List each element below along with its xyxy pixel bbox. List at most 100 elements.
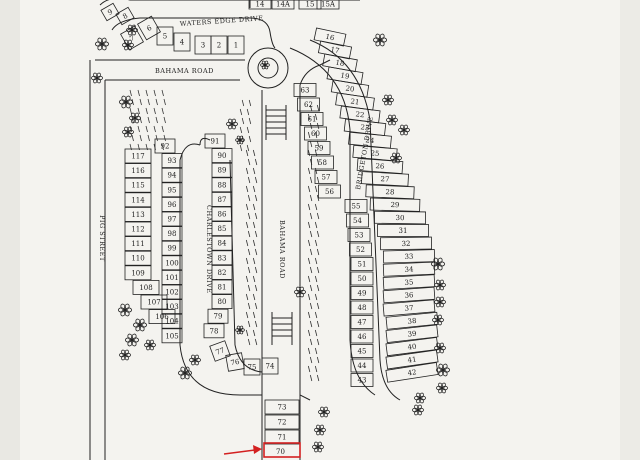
lot: 47 — [350, 315, 374, 329]
lot-number: 99 — [168, 245, 177, 253]
tree-icon — [226, 118, 238, 130]
lot-boundary — [307, 141, 331, 155]
lot: 26 — [356, 158, 404, 174]
lot-number: 14 — [256, 1, 265, 9]
tree-icon — [312, 441, 324, 453]
lot-boundary — [161, 182, 183, 198]
lot-boundary — [124, 177, 152, 193]
tree-icon — [129, 112, 141, 124]
lot: 62 — [297, 97, 320, 112]
lot-number: 23 — [360, 123, 370, 132]
road-outlines — [89, 0, 401, 460]
lot-number: 47 — [358, 319, 367, 327]
lot-number: 36 — [404, 291, 414, 300]
lot: 14A — [271, 0, 295, 10]
tree-icon — [372, 33, 388, 47]
lot-boundary — [132, 279, 160, 295]
lot-number: 26 — [375, 162, 385, 171]
lot: 97 — [161, 211, 183, 227]
lot-boundary — [211, 294, 233, 310]
lot: 74 — [261, 357, 279, 375]
lot-boundary — [161, 167, 183, 183]
lot-boundary — [120, 25, 144, 51]
lot-boundary — [264, 429, 300, 445]
lot-boundary — [124, 192, 152, 208]
lot: 90 — [211, 148, 233, 164]
lot-number: 38 — [407, 317, 417, 326]
lot-number: 3 — [201, 42, 205, 50]
roundabout-island — [257, 57, 279, 79]
lot-number: 31 — [399, 227, 408, 235]
lot-boundary — [350, 300, 374, 315]
lot-number: 113 — [131, 211, 144, 219]
lot: 77 — [209, 340, 231, 362]
tree-icon — [122, 126, 134, 138]
tree-clusters — [91, 24, 451, 453]
tree-icon — [189, 354, 201, 366]
lot: 2 — [210, 35, 228, 55]
lot-boundary — [369, 197, 421, 212]
lot-boundary — [161, 211, 183, 227]
lot-number: 15A — [321, 1, 336, 9]
lot-boundary — [382, 286, 436, 304]
tree-icon — [124, 333, 140, 347]
lot-boundary — [140, 294, 168, 310]
lot-number: 32 — [401, 240, 410, 248]
lot: 107 — [140, 294, 168, 310]
lot-number: 49 — [358, 290, 367, 298]
lot: 116 — [124, 163, 152, 179]
tree-icon — [126, 24, 138, 36]
lot: 31 — [377, 224, 429, 237]
lot: 39 — [385, 324, 439, 343]
lot-boundary — [100, 2, 120, 22]
lot: 28 — [365, 184, 415, 200]
top-road-upper-edge — [99, 0, 360, 6]
lot-number: 80 — [218, 298, 227, 306]
lot-boundary — [365, 184, 415, 200]
road-label-charlestown: CHARLESTOWN DRIVE — [205, 205, 213, 293]
lot-boundary — [311, 155, 334, 170]
lot-boundary — [385, 337, 439, 357]
lot-number: 46 — [358, 333, 367, 341]
lot: 57 — [314, 170, 338, 184]
lot-number: 90 — [218, 152, 227, 160]
lot: 88 — [211, 177, 233, 193]
lot-boundary — [347, 228, 371, 242]
lot: 105 — [161, 328, 183, 344]
tree-icon — [435, 363, 451, 377]
lot: 43 — [350, 373, 374, 387]
lot-number: 52 — [356, 246, 365, 254]
lot-boundary — [264, 399, 300, 415]
lot: 30 — [374, 210, 426, 225]
lot-boundary — [374, 210, 426, 225]
lot-number: 74 — [266, 363, 275, 371]
lot-number: 17 — [330, 46, 340, 56]
lot-boundary — [298, 0, 322, 10]
lot: 36 — [382, 286, 436, 304]
lot: 46 — [350, 329, 374, 344]
bridgeton-drive-left-edge — [289, 47, 376, 396]
tree-icon — [122, 39, 134, 51]
lot: 15A — [316, 0, 340, 10]
lot-number: 5 — [163, 33, 167, 41]
lot-number: 115 — [131, 182, 144, 190]
lot-boundary — [124, 163, 152, 179]
tree-icon — [119, 349, 131, 361]
lot-boundary — [124, 206, 152, 222]
lot: 6 — [137, 15, 161, 41]
lot-boundary — [350, 373, 374, 387]
lot: 7 — [120, 25, 144, 51]
lot-boundary — [350, 344, 374, 358]
lot-boundary — [385, 349, 439, 370]
lot-boundary — [350, 257, 374, 271]
lot-number: 59 — [315, 145, 324, 153]
lot-number: 27 — [380, 175, 389, 183]
lot-number: 43 — [358, 377, 367, 385]
lot-number: 33 — [404, 253, 413, 261]
road-label-bahama-vertical: BAHAMA ROAD — [278, 220, 286, 279]
lot: 1 — [227, 35, 245, 55]
tree-icon — [434, 296, 446, 308]
lot-boundary — [314, 170, 338, 184]
